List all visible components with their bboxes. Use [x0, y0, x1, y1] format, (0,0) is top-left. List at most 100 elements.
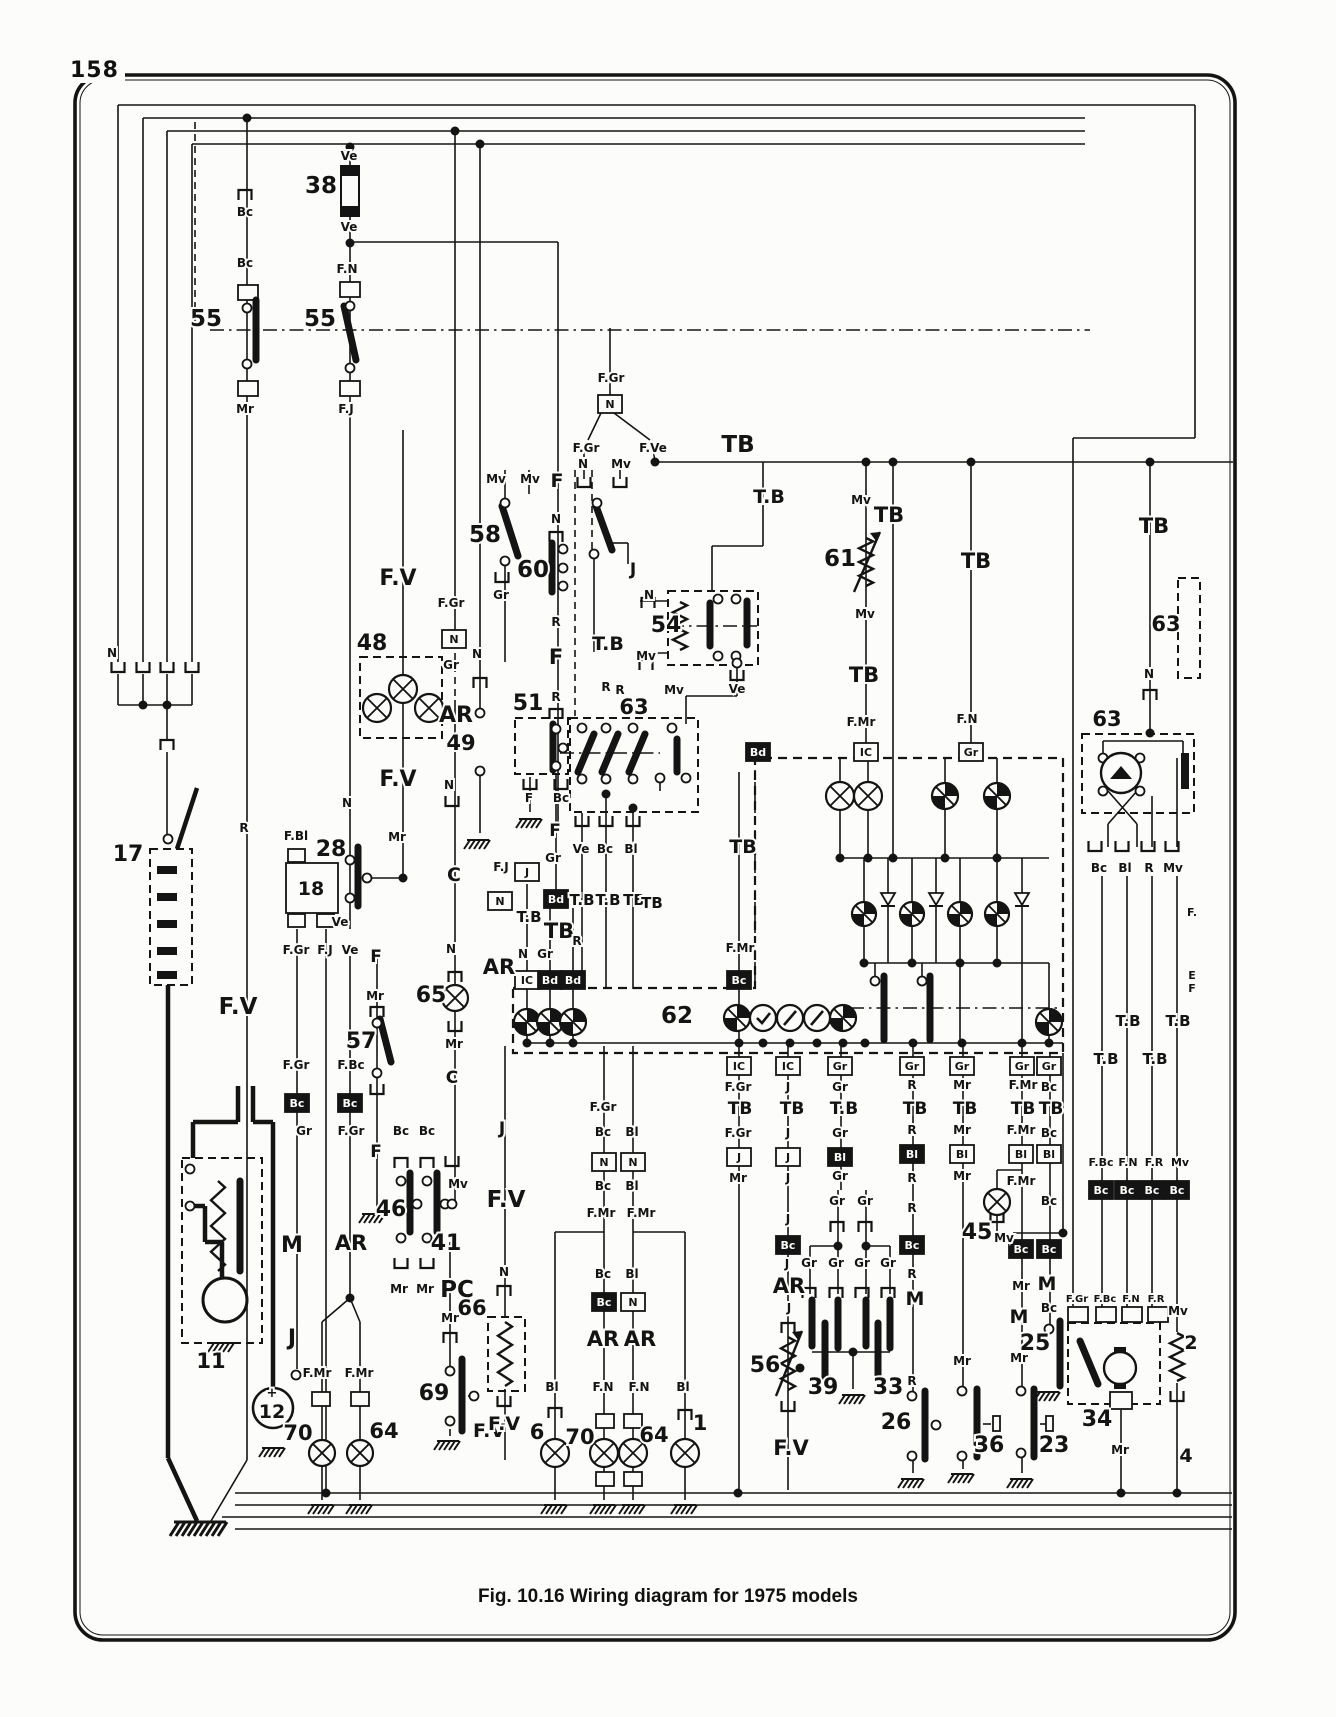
connector-box [1114, 1180, 1140, 1200]
wire-label: Mv [664, 683, 684, 697]
connector-box-label: Bd [548, 893, 564, 906]
connector-box [1008, 1239, 1034, 1259]
ground-symbol [670, 1504, 698, 1515]
junction-dot [888, 853, 898, 863]
connector-box-label: Bc [1170, 1184, 1185, 1197]
component-number: 38 [305, 173, 337, 199]
wire-label: Gr [857, 1194, 873, 1208]
connector-box [620, 1152, 646, 1172]
figure-caption: Fig. 10.16 Wiring diagram for 1975 model… [478, 1586, 858, 1607]
wire-label: Ve [729, 682, 746, 696]
wire-label: F.Bc [1089, 1156, 1114, 1169]
wire-label: R [572, 934, 581, 948]
wire-label: F.Gr [283, 1058, 310, 1072]
terminal-circle [444, 1365, 456, 1377]
connector-bracket [1142, 688, 1158, 700]
connector-bracket [548, 530, 564, 542]
connector-box [591, 1292, 617, 1312]
terminal-box [237, 380, 259, 397]
wire-label: J [785, 1171, 790, 1185]
terminal-box [992, 1415, 1001, 1432]
wire-label: F.V [219, 994, 258, 1020]
lamp-cross [418, 697, 440, 719]
wire-label: Gr [801, 1256, 817, 1270]
wire-label: Mv [448, 1177, 468, 1191]
terminal-circle [395, 1232, 407, 1244]
resistor-arrow [774, 1330, 804, 1397]
terminal-circle [627, 722, 639, 734]
connector-box-label: Bl [1015, 1148, 1027, 1161]
wire-label: J [785, 1080, 790, 1094]
wire-label: Gr [828, 1256, 844, 1270]
connector-box-label: Bc [781, 1239, 796, 1252]
wire-label: R [907, 1374, 916, 1388]
lamp-cross [544, 1442, 566, 1464]
junction-dot [907, 958, 917, 968]
terminal-box [350, 1391, 370, 1407]
lamp-cross [540, 1012, 560, 1032]
connector-box-label: Bc [1014, 1243, 1029, 1256]
connector-box-label: Gr [964, 746, 979, 759]
connector-box [1008, 1144, 1034, 1164]
wire-label: R [907, 1078, 916, 1092]
dashed-component-box [1067, 1322, 1161, 1405]
wire [165, 1457, 200, 1522]
switch-bar [574, 730, 598, 776]
fuse-cap [341, 206, 359, 216]
wire-label: F [549, 645, 563, 669]
connector-bracket [780, 1401, 796, 1413]
connector-bracket [547, 1406, 563, 1418]
terminal-box [595, 1413, 615, 1429]
connector-box-label: Bc [597, 1296, 612, 1309]
wire-label: Ve [341, 220, 358, 234]
switch-bar [625, 730, 649, 776]
terminal-box [1095, 1306, 1117, 1323]
connector-box-label: Gr [833, 1060, 848, 1073]
connector-bracket [598, 816, 614, 828]
wire-label: Bc [595, 1125, 611, 1139]
terminal-circle [1015, 1447, 1027, 1459]
ground-symbol [307, 1504, 335, 1515]
lamp-cross [312, 1443, 332, 1463]
junction-dot [785, 1038, 795, 1048]
wire-label: Ve [342, 943, 359, 957]
switch-bar [598, 730, 622, 776]
wire-label: Mr [729, 1171, 747, 1185]
connector-bracket [237, 188, 253, 200]
dashed-component-box [149, 848, 193, 986]
wire-label: F.V [379, 566, 416, 591]
component-number: 36 [974, 1433, 1005, 1458]
component-number: 41 [431, 1231, 462, 1256]
wire-label: M [281, 1233, 303, 1258]
terminal-box [316, 913, 335, 928]
connector-box-label: Bc [1042, 1243, 1057, 1256]
terminal-circle [344, 362, 356, 374]
connector-bracket [159, 662, 175, 674]
connector-box-label: Bd [750, 746, 766, 759]
wire-label: N [518, 947, 528, 961]
terminal-circle [1097, 785, 1109, 797]
junction-dot [1145, 728, 1155, 738]
junction-dot [475, 139, 485, 149]
connector-bracket [1087, 841, 1103, 853]
terminal-circle [731, 657, 743, 669]
terminal-box [237, 284, 259, 301]
terminal-box [1109, 1391, 1133, 1410]
wire-label: J [785, 1212, 790, 1226]
lamp-cross [593, 1442, 615, 1464]
connector-bracket [880, 1286, 896, 1298]
wire-label: Bl [624, 842, 637, 856]
connector-box-label: N [599, 1156, 608, 1169]
wire-label: Bc [1041, 1301, 1057, 1315]
wire [174, 787, 200, 850]
connector-box-label: Bc [1094, 1184, 1109, 1197]
connector-box-label: Gr [955, 1060, 970, 1073]
junction-dot [1145, 457, 1155, 467]
connector-bracket [801, 1286, 817, 1298]
wire-label: N [446, 942, 456, 956]
connector-bracket [522, 779, 538, 791]
wire-label: F.R [1145, 1156, 1164, 1169]
junction-dot [940, 853, 950, 863]
wire-label: F.Mr [1009, 1078, 1038, 1092]
